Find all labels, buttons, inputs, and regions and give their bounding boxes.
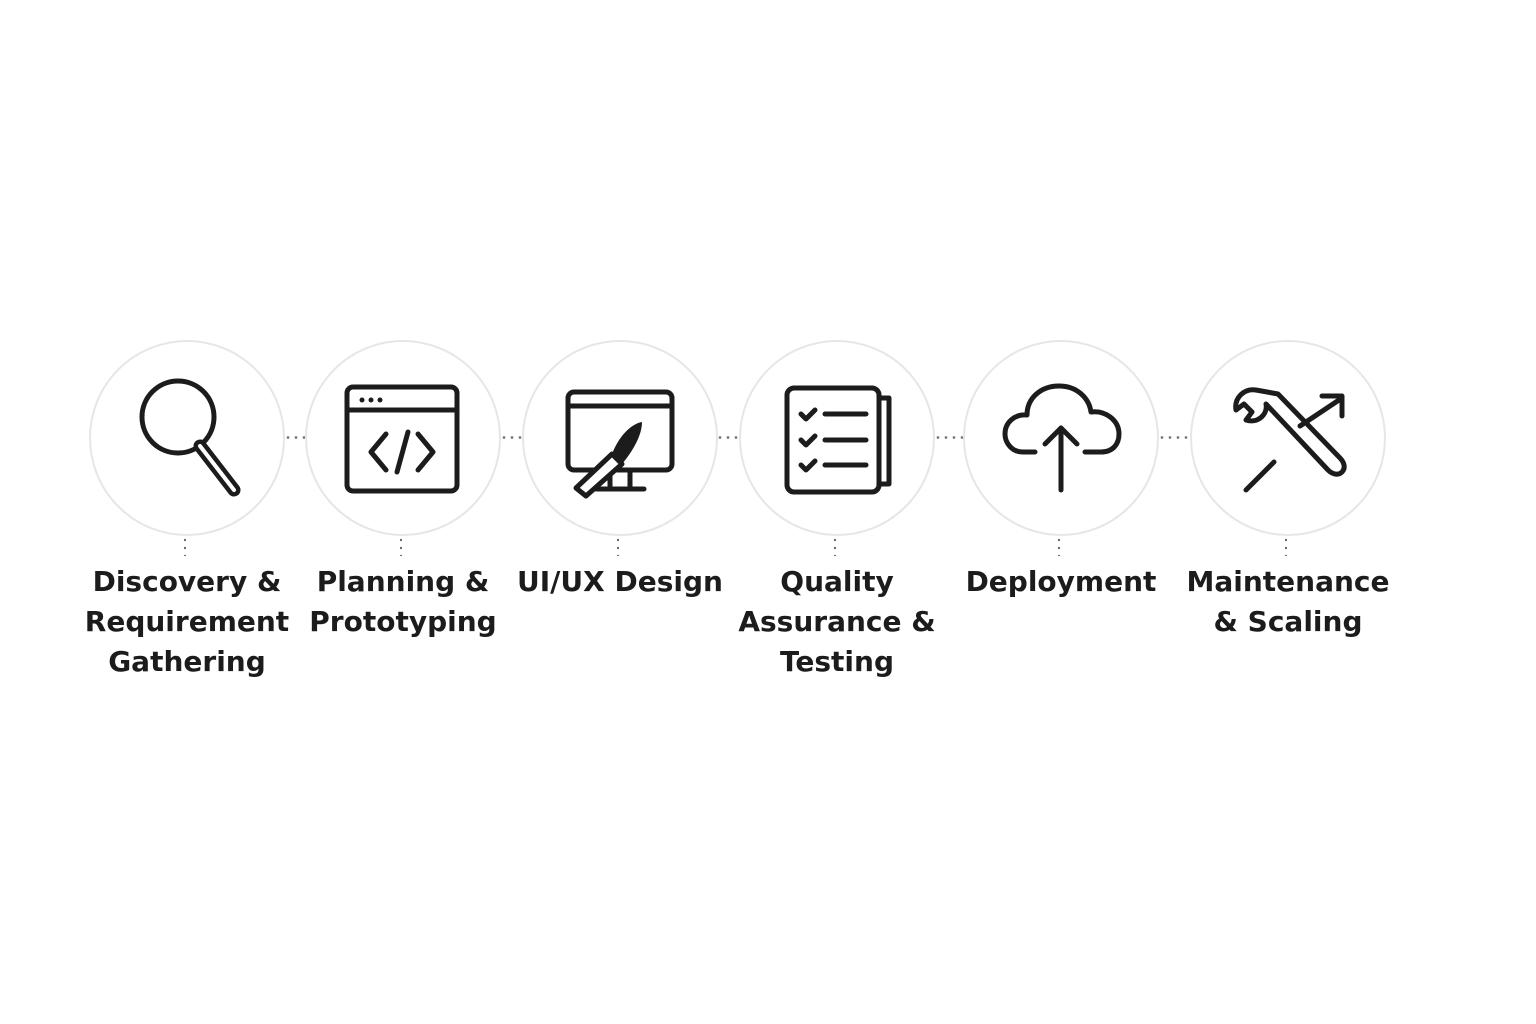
connector-4-5 xyxy=(934,436,966,439)
connector-1-2 xyxy=(284,436,310,439)
step-down-dots xyxy=(1285,536,1287,556)
wrench-arrow-icon xyxy=(1233,387,1347,493)
step-label: Quality Assurance & Testing xyxy=(738,565,936,678)
step-circle xyxy=(963,340,1159,536)
step-label: Discovery & Requirement Gathering xyxy=(84,565,290,678)
connector-5-6 xyxy=(1158,436,1192,439)
step-discovery: Discovery & Requirement Gathering xyxy=(85,340,289,700)
step-label: Deployment xyxy=(965,565,1157,598)
step-down-dots xyxy=(617,536,619,556)
step-down-dots xyxy=(184,536,186,556)
step-deployment: Deployment xyxy=(963,340,1159,700)
step-down-dots xyxy=(1058,536,1060,556)
step-quality-assurance: Quality Assurance & Testing xyxy=(738,340,936,700)
monitor-brush-icon xyxy=(565,389,675,499)
checklist-icon xyxy=(784,385,892,495)
step-circle xyxy=(739,340,935,536)
step-circle xyxy=(1190,340,1386,536)
step-label: UI/UX Design xyxy=(517,565,723,598)
step-down-dots xyxy=(834,536,836,556)
step-maintenance: Maintenance & Scaling xyxy=(1186,340,1390,700)
step-label: Planning & Prototyping xyxy=(309,565,497,638)
step-planning: Planning & Prototyping xyxy=(305,340,501,700)
step-down-dots xyxy=(400,536,402,556)
cloud-upload-icon xyxy=(1002,383,1122,493)
step-ui-ux-design: UI/UX Design xyxy=(517,340,723,700)
step-label: Maintenance & Scaling xyxy=(1186,565,1390,638)
step-circle xyxy=(89,340,285,536)
magnifying-glass-icon xyxy=(139,378,241,497)
step-circle xyxy=(522,340,718,536)
connector-3-4 xyxy=(716,436,744,439)
code-window-icon xyxy=(344,384,460,494)
connector-2-3 xyxy=(500,436,526,439)
step-circle xyxy=(305,340,501,536)
